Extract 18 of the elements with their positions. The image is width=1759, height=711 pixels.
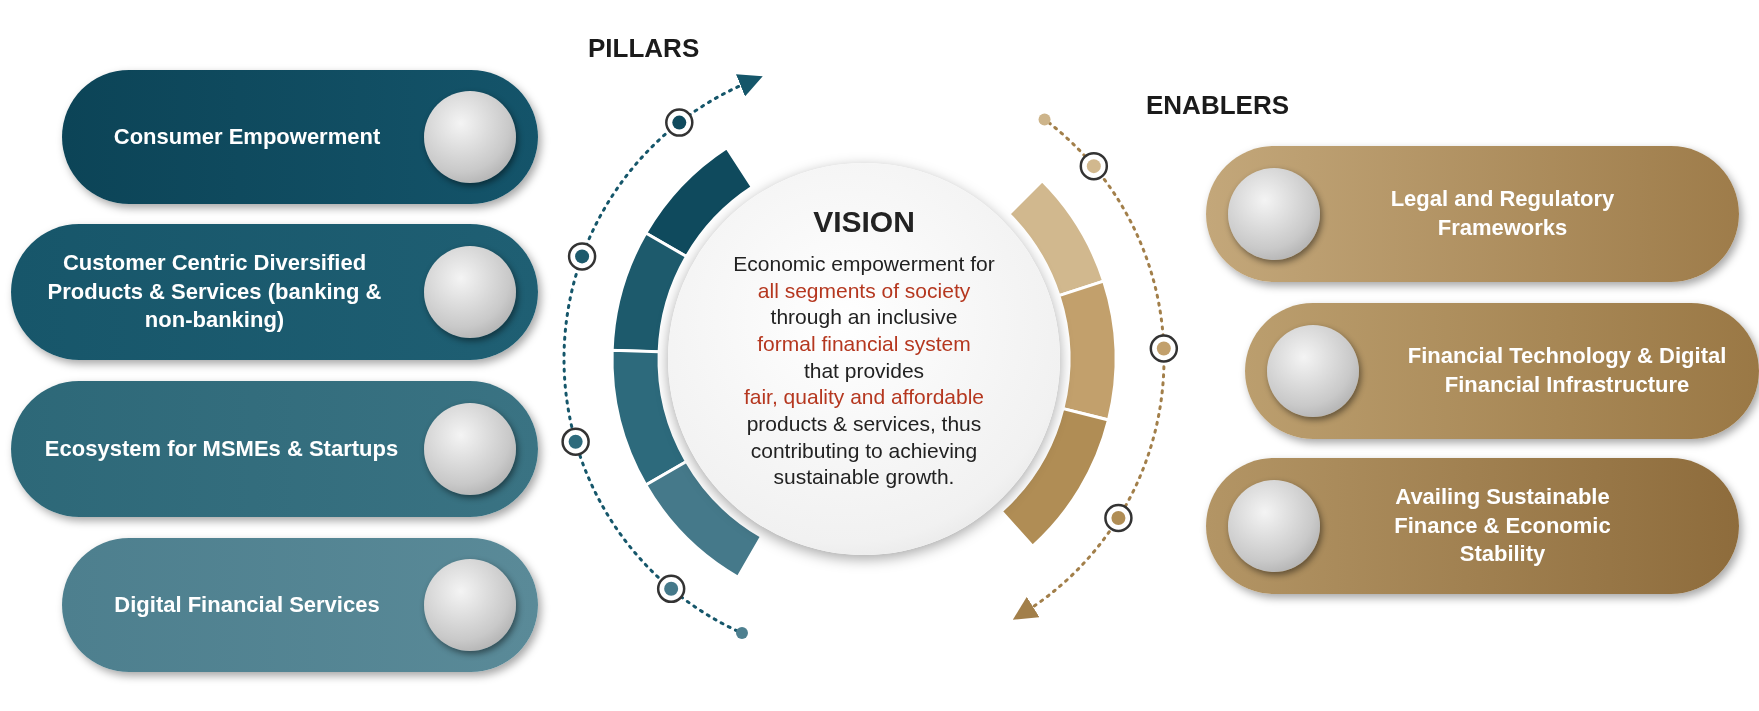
box-label: Availing Sustainable Finance & Economic Stability — [1393, 483, 1612, 569]
box-label: Financial Technology & Digital Financial Infrastructure — [1406, 342, 1728, 399]
enabler-box — [1206, 146, 1739, 282]
pillar-box — [62, 70, 538, 204]
box-label: Digital Financial Services — [114, 590, 380, 619]
vision-statement: Economic empowerment for all segments of society through an inclusive formal financial system that provides fair, quality and affordable products & services, thus contributing to achieving sustainable growth. — [732, 251, 996, 491]
box-label: Consumer Empowerment — [113, 122, 381, 151]
section-heading: ENABLERS — [1146, 90, 1289, 121]
pillar-box — [11, 224, 538, 360]
section-heading: PILLARS — [588, 33, 700, 64]
box-label: Customer Centric Diversified Products & Services (banking & non-banking) — [46, 249, 383, 335]
enabler-box — [1245, 303, 1759, 439]
pillar-box — [62, 538, 538, 672]
vision-heading: VISION — [812, 205, 916, 239]
pillar-box — [11, 381, 538, 517]
enabler-box — [1206, 458, 1739, 594]
box-label: Ecosystem for MSMEs & Startups — [44, 434, 399, 463]
box-label: Legal and Regulatory Frameworks — [1389, 185, 1616, 242]
